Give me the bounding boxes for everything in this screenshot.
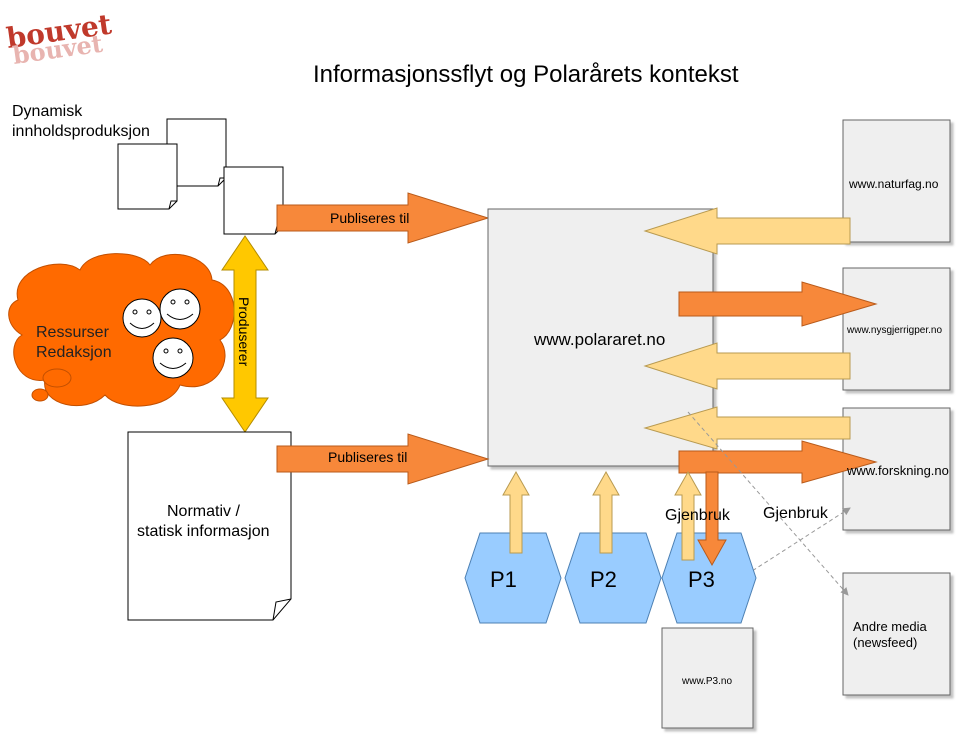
- arrow-from-nysgjerrigper: [643, 342, 851, 390]
- andre-media-label-line1: Andre media: [853, 619, 927, 634]
- hub-box: [487, 208, 714, 467]
- arrow-to-nysgjerrigper: [678, 281, 878, 327]
- publish-arrow-bottom: Publiseres til: [276, 433, 490, 485]
- reuse-label: Gjenbruk: [665, 507, 731, 524]
- hexagon-p3-label: P3: [688, 567, 715, 592]
- publish-arrow-top-label: Publiseres til: [330, 210, 409, 226]
- smiley-icon: [152, 337, 194, 379]
- naturfag-box: [842, 119, 951, 243]
- arrow-p3-up: [674, 470, 702, 561]
- nysgjerrigper-box: [842, 267, 951, 391]
- hexagon-p1: P1: [464, 532, 562, 624]
- andre-media-box: [842, 572, 951, 696]
- hexagon-p2: P2: [564, 532, 662, 624]
- publish-arrow-top: Publiseres til: [276, 192, 490, 244]
- hexagon-p2-label: P2: [590, 567, 617, 592]
- normative-label-line2: statisk informasjon: [137, 523, 270, 540]
- dynamic-label-line1: Dynamisk: [12, 103, 83, 120]
- page-title: Informasjonssflyt og Polarårets kontekst: [313, 61, 739, 88]
- forskning-label: www.forskning.no: [846, 463, 949, 478]
- cloud-label-line2: Redaksjon: [36, 344, 112, 361]
- dashed-connector: [734, 507, 851, 583]
- smiley-icon: [122, 298, 162, 338]
- produce-double-arrow: Produserer: [221, 235, 269, 433]
- dashed-connector: [687, 411, 849, 596]
- smiley-icon: [159, 288, 201, 330]
- arrow-p1-up: [502, 470, 530, 554]
- andre-media-label-line2: (newsfeed): [853, 635, 917, 650]
- normative-document: Normativ / statisk informasjon: [127, 431, 292, 621]
- cloud-label-line1: Ressurser: [36, 324, 110, 341]
- document-stack-icon: [117, 118, 284, 235]
- arrow-p3-down: [697, 471, 727, 567]
- dynamic-label-line2: innholdsproduksjon: [12, 123, 150, 140]
- arrow-to-forskning: [678, 440, 878, 484]
- produce-label: Produserer: [236, 297, 252, 367]
- normative-label-line1: Normativ /: [167, 503, 240, 520]
- publish-arrow-bottom-label: Publiseres til: [328, 449, 407, 465]
- naturfag-label: www.naturfag.no: [848, 177, 939, 191]
- arrow-from-forskning: [643, 406, 851, 450]
- bouvet-logo: bouvet bouvet: [4, 8, 113, 70]
- arrow-from-naturfag: [643, 207, 851, 255]
- p3-site-label: www.P3.no: [681, 676, 732, 687]
- forskning-box: [842, 407, 951, 531]
- nysgjerrigper-label: www.nysgjerrigper.no: [846, 325, 942, 336]
- resources-cloud: Ressurser Redaksjon: [8, 253, 235, 407]
- hub-label: www.polararet.no: [533, 330, 665, 349]
- reuse-label: Gjenbruk: [763, 505, 829, 522]
- hexagon-p1-label: P1: [490, 567, 517, 592]
- arrow-p2-up: [592, 470, 620, 554]
- p3-site-box: [661, 627, 754, 729]
